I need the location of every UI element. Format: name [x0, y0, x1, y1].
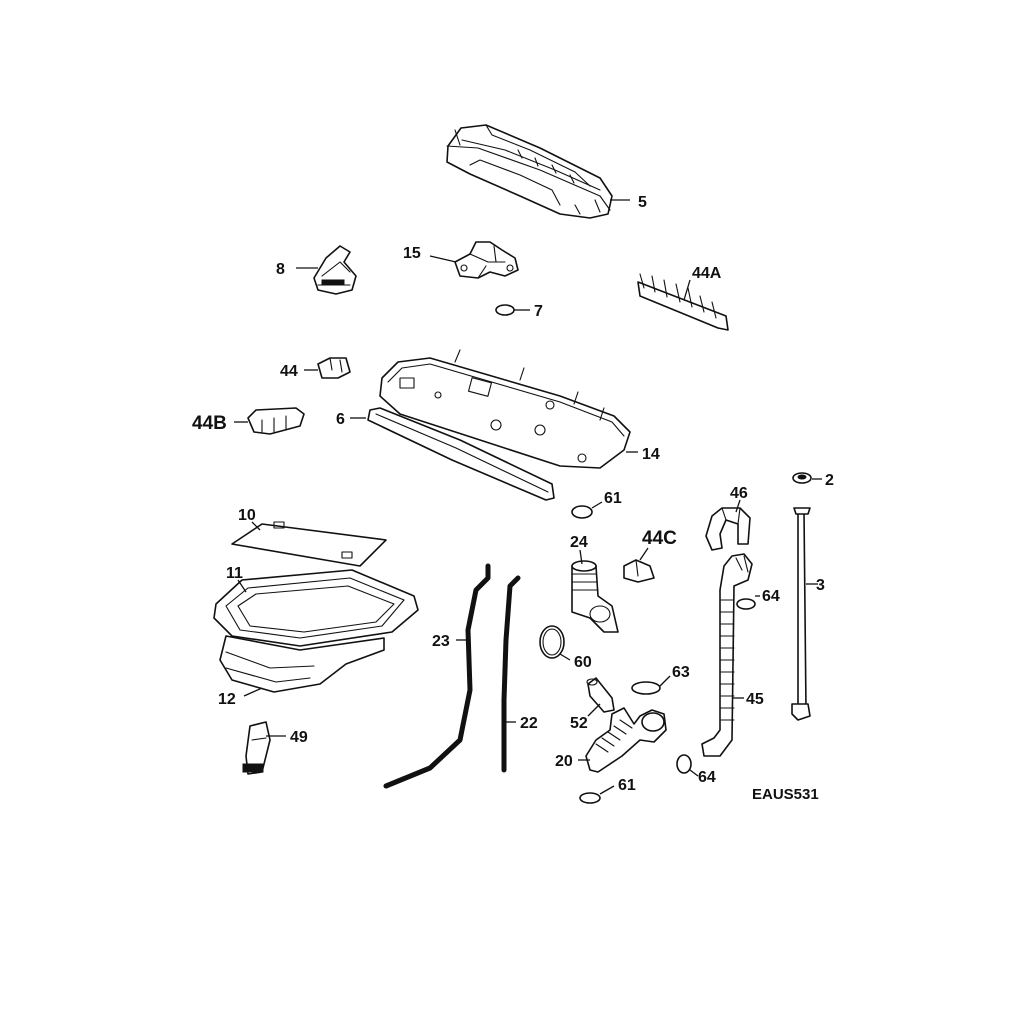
callout-63: 63: [672, 664, 690, 681]
part-14-top-panel[interactable]: [379, 349, 631, 469]
callout-2: 2: [825, 472, 834, 489]
callout-22: 22: [520, 715, 538, 732]
part-63-clamp[interactable]: [631, 681, 661, 695]
callout-49: 49: [290, 729, 308, 746]
part-2-cap[interactable]: [792, 472, 812, 484]
callout-6: 6: [336, 411, 345, 428]
part-45-corrugated-hose[interactable]: [701, 553, 753, 757]
callout-44a: 44A: [692, 265, 722, 282]
leader-lines: [234, 199, 822, 795]
part-20-pump-hose[interactable]: [585, 707, 667, 773]
callout-15: 15: [403, 245, 421, 262]
part-49-bracket[interactable]: [242, 721, 271, 775]
part-5-top-frame[interactable]: [446, 124, 613, 219]
callout-12: 12: [218, 691, 236, 708]
part-44c-clip[interactable]: [623, 559, 655, 583]
part-7-ring[interactable]: [495, 304, 515, 316]
part-23-drain-hose[interactable]: [383, 563, 491, 789]
callout-8: 8: [276, 261, 285, 278]
callout-61-lower: 61: [618, 777, 636, 794]
part-46-hose-guide[interactable]: [705, 507, 751, 551]
callout-3: 3: [816, 577, 825, 594]
part-6-trim-strip[interactable]: [367, 407, 555, 501]
part-60-clamp[interactable]: [539, 625, 565, 659]
callout-20: 20: [555, 753, 573, 770]
part-8-latch[interactable]: [313, 245, 357, 295]
callout-7: 7: [534, 303, 543, 320]
part-52-fitting[interactable]: [586, 677, 615, 713]
callout-45: 45: [746, 691, 764, 708]
part-10-cover-plate[interactable]: [231, 521, 387, 567]
part-64-clamp-upper[interactable]: [736, 598, 756, 610]
part-61-ring-lower[interactable]: [579, 792, 601, 804]
callout-60: 60: [574, 654, 592, 671]
part-44b-clip[interactable]: [247, 407, 305, 435]
callout-52: 52: [570, 715, 588, 732]
callout-44: 44: [280, 363, 298, 380]
callout-64-upper: 64: [762, 588, 780, 605]
part-24-bellows[interactable]: [571, 560, 619, 633]
part-61-ring-upper[interactable]: [571, 505, 593, 519]
part-22-hose[interactable]: [501, 575, 521, 773]
part-3-rod[interactable]: [791, 507, 811, 721]
part-64-clamp-lower[interactable]: [676, 754, 692, 774]
part-44-clip[interactable]: [317, 357, 351, 379]
part-15-switch[interactable]: [454, 241, 519, 279]
callout-44b: 44B: [192, 413, 227, 434]
diagram-code: EAUS531: [752, 786, 819, 803]
part-44a-bracket[interactable]: [637, 273, 729, 331]
callout-11: 11: [226, 565, 243, 582]
callout-64-lower: 64: [698, 769, 716, 786]
callout-10: 10: [238, 507, 256, 524]
callout-24: 24: [570, 534, 588, 551]
callout-61-upper: 61: [604, 490, 622, 507]
part-11-tub-gasket[interactable]: [213, 569, 419, 647]
callout-5: 5: [638, 194, 647, 211]
callout-44c: 44C: [642, 528, 677, 549]
callout-labels: 5 8 15 44A 7 44 44B 6 14 2 61 46 10 44C …: [192, 194, 834, 794]
callout-23: 23: [432, 633, 450, 650]
part-12-tub[interactable]: [219, 635, 385, 693]
callout-14: 14: [642, 446, 660, 463]
callout-46: 46: [730, 485, 748, 502]
